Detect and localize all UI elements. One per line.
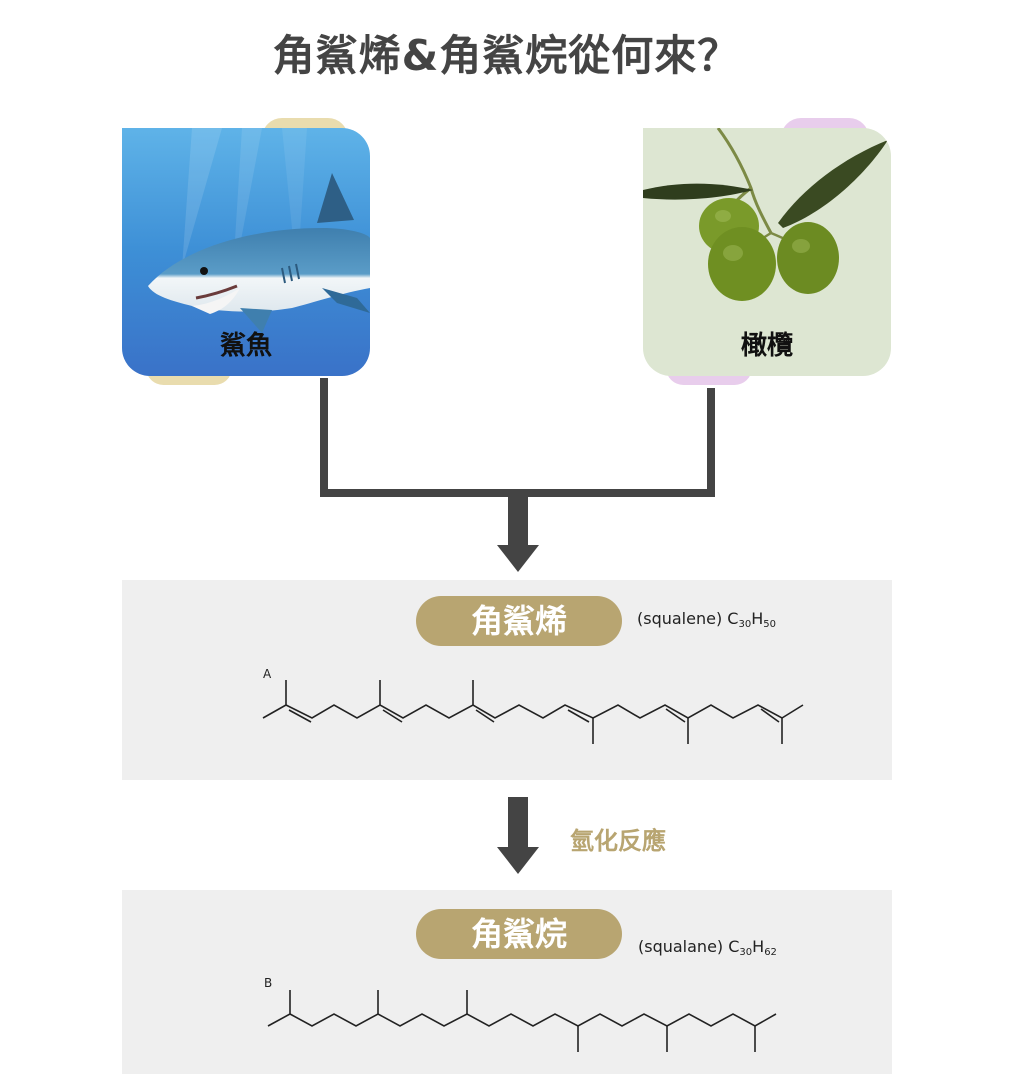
squalene-formula-c-sub: 30 <box>738 619 752 630</box>
squalene-formula-c: C <box>727 609 739 628</box>
squalene-formula-h: H <box>751 609 764 628</box>
down-arrow-icon <box>497 497 539 572</box>
olive-icon <box>643 128 891 376</box>
connector-line <box>320 378 715 497</box>
olive-card: 橄欖 <box>643 128 891 376</box>
squalene-formula-h-sub: 50 <box>763 619 776 630</box>
squalene-english: (squalene) <box>637 609 723 628</box>
squalene-struct-label: A <box>263 667 272 681</box>
squalane-formula-h: H <box>752 937 765 956</box>
reaction-arrow-icon <box>497 797 539 874</box>
squalane-struct-label: B <box>264 976 273 990</box>
squalane-structure <box>267 990 777 1052</box>
squalane-english: (squalane) <box>638 937 724 956</box>
page-title: 角鯊烯&角鯊烷從何來？ <box>272 31 741 80</box>
reaction-label: 氫化反應 <box>570 827 666 855</box>
squalane-formula-h-sub: 62 <box>764 947 777 958</box>
squalane-name-pill: 角鯊烷 <box>416 909 622 959</box>
shark-card: 鯊魚 <box>122 128 370 376</box>
squalane-formula: (squalane) C30H62 <box>638 937 777 958</box>
shark-icon <box>122 128 370 376</box>
squalene-structure <box>262 680 804 744</box>
olive-label: 橄欖 <box>740 331 793 361</box>
squalene-formula: (squalene) C30H50 <box>637 609 776 630</box>
squalane-formula-c-sub: 30 <box>739 947 753 958</box>
shark-label: 鯊魚 <box>219 331 272 361</box>
squalane-formula-c: C <box>728 937 740 956</box>
squalene-name-pill: 角鯊烯 <box>416 596 622 646</box>
